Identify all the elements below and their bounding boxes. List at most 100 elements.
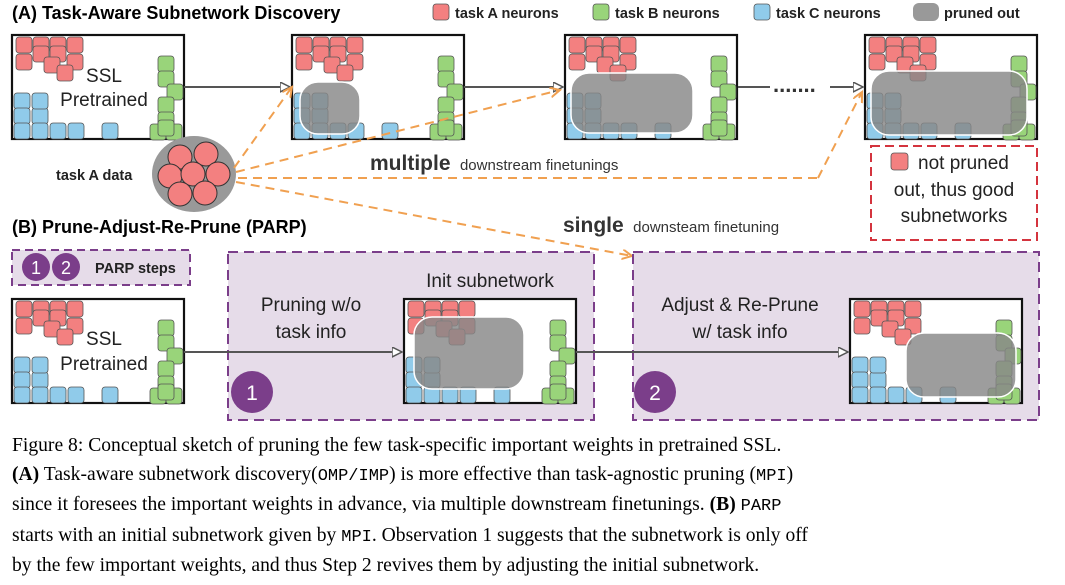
network-box-init-subnetwork: [402, 297, 578, 405]
task-a-neuron: [619, 36, 637, 54]
network-box-final: [863, 33, 1039, 141]
ellipsis: .......: [773, 72, 816, 97]
task-c-neuron: [67, 122, 85, 140]
parp-legend-step-1-badge: [22, 253, 50, 281]
task-a-neuron: [568, 53, 586, 71]
pruned-region: [870, 70, 1028, 136]
task-c-neuron: [851, 371, 869, 389]
task-b-neuron: [549, 334, 567, 352]
caption-line-4: starts with an initial subnetwork given …: [12, 524, 808, 547]
task-c-neuron: [851, 356, 869, 374]
task-c-neuron: [31, 92, 49, 110]
task-c-neuron: [101, 386, 119, 404]
legend-label-task-c: task C neurons: [776, 6, 881, 22]
task-b-neuron: [710, 70, 728, 88]
good-callout-line1: not pruned: [918, 153, 1009, 174]
task-a-neuron: [66, 300, 84, 318]
ssl-b-label-line1: SSL: [86, 329, 122, 350]
task-b-neuron: [166, 83, 184, 101]
parp-legend-step-2-badge: [52, 253, 80, 281]
task-b-neuron: [157, 119, 175, 137]
parp-legend-step-2-text: 2: [61, 258, 71, 278]
task-b-neuron: [1010, 55, 1028, 73]
step-2-badge: [634, 371, 676, 413]
task-a-neuron: [868, 53, 886, 71]
task-b-neuron: [437, 70, 455, 88]
network-box-step-2: [563, 33, 739, 141]
task-c-neuron: [49, 386, 67, 404]
task-b-neuron: [437, 96, 455, 114]
task-c-neuron: [887, 386, 905, 404]
task-c-neuron: [13, 386, 31, 404]
task-c-neuron: [869, 386, 887, 404]
task-a-neuron: [15, 36, 33, 54]
ssl-label-line1: SSL: [86, 66, 122, 87]
task-a-neuron: [66, 36, 84, 54]
legend: task A neurons task B neurons task C neu…: [432, 3, 1020, 22]
task-c-neuron: [31, 356, 49, 374]
task-b-neuron: [549, 383, 567, 401]
orange-dashed-arrows: [233, 87, 862, 256]
task-c-neuron: [381, 122, 399, 140]
task-b-neuron: [157, 360, 175, 378]
network-box-step-1: [290, 33, 466, 141]
task-b-neuron: [719, 83, 737, 101]
step-1-badge: [231, 371, 273, 413]
orange-arrow-to-step1: [233, 87, 292, 169]
legend-label-task-b: task B neurons: [615, 6, 720, 22]
legend-swatch-pruned: [913, 3, 939, 21]
task-a-neuron: [458, 300, 476, 318]
task-c-neuron: [31, 107, 49, 125]
task-a-neuron: [853, 300, 871, 318]
multiple-finetunings-label: multiple downstream finetunings: [370, 152, 618, 175]
network-box-ssl-a: [10, 33, 186, 141]
task-a-data-label: task A data: [56, 168, 133, 184]
task-a-data-cluster: [152, 136, 236, 212]
task-a-neuron: [56, 64, 74, 82]
good-callout-line3: subnetworks: [901, 206, 1008, 227]
figure-caption: Figure 8: Conceptual sketch of pruning t…: [12, 432, 1057, 581]
task-a-neuron: [894, 328, 912, 346]
task-a-neuron: [295, 53, 313, 71]
task-a-neuron: [56, 328, 74, 346]
task-c-neuron: [31, 386, 49, 404]
ssl-b-label-line2: Pretrained: [60, 354, 148, 375]
task-a-neuron: [346, 36, 364, 54]
caption-line-1: Figure 8: Conceptual sketch of pruning t…: [12, 435, 782, 456]
task-a-neuron: [904, 300, 922, 318]
task-c-neuron: [13, 107, 31, 125]
task-b-neuron: [437, 55, 455, 73]
task-c-neuron: [869, 371, 887, 389]
pruned-region: [413, 316, 525, 390]
step-2-badge-text: 2: [649, 382, 661, 405]
task-b-neuron: [549, 360, 567, 378]
task-c-neuron: [67, 386, 85, 404]
legend-swatch-task-a: [432, 3, 450, 21]
adjust-label-line1: Adjust & Re-Prune: [661, 295, 818, 316]
network-box-adjusted: [848, 297, 1024, 405]
pruned-region: [570, 72, 694, 134]
adjust-label-line2: w/ task info: [691, 322, 787, 343]
orange-arrow-to-parp: [235, 181, 632, 256]
pruned-region: [299, 81, 361, 135]
task-a-neuron: [868, 36, 886, 54]
section-b-title: (B) Prune-Adjust-Re-Prune (PARP): [12, 217, 307, 237]
task-c-neuron: [405, 386, 423, 404]
task-a-neuron: [919, 36, 937, 54]
legend-label-pruned: pruned out: [944, 6, 1020, 22]
task-b-neuron: [166, 347, 184, 365]
task-a-neuron: [15, 53, 33, 71]
orange-arrow-to-step2: [235, 90, 560, 173]
task-a-neuron: [407, 300, 425, 318]
task-b-neuron: [157, 383, 175, 401]
task-a-neuron: [295, 36, 313, 54]
network-box-ssl-b: [10, 297, 186, 405]
task-b-neuron: [157, 319, 175, 337]
task-c-neuron: [31, 122, 49, 140]
task-a-neuron: [568, 36, 586, 54]
orange-arrow-to-final-up: [817, 92, 862, 179]
task-b-neuron: [157, 55, 175, 73]
task-b-neuron: [710, 96, 728, 114]
task-b-neuron: [549, 319, 567, 337]
task-c-neuron: [869, 356, 887, 374]
